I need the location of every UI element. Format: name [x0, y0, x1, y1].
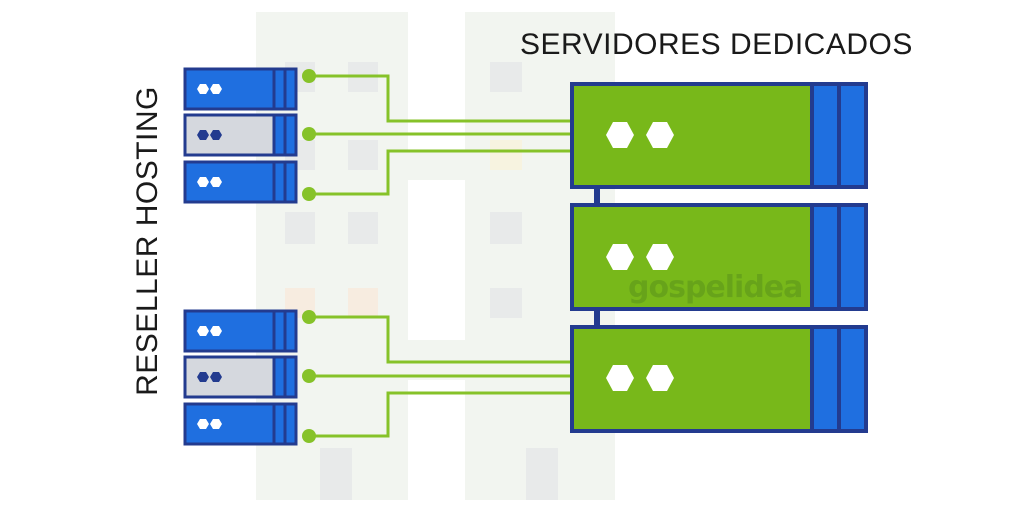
- title-dedicated-servers: SERVIDORES DEDICADOS: [520, 28, 913, 61]
- reseller-server: [183, 355, 298, 399]
- reseller-server: [183, 113, 298, 157]
- reseller-server: [183, 309, 298, 353]
- watermark-logo: gospelidea: [628, 270, 803, 305]
- dedicated-server: [570, 82, 868, 189]
- dedicated-server: [570, 325, 868, 433]
- background-building: [256, 12, 615, 500]
- link-line: [309, 315, 572, 364]
- link-line: [309, 74, 572, 123]
- reseller-server: [183, 402, 298, 446]
- title-reseller-hosting: RESELLER HOSTING: [131, 86, 164, 396]
- dedicated-server: [570, 203, 868, 311]
- connection-dots: [302, 69, 316, 443]
- link-line: [309, 391, 572, 438]
- connection-lines: [309, 74, 572, 438]
- rack-connectors: [594, 187, 600, 327]
- reseller-server: [183, 160, 298, 204]
- reseller-server: [183, 67, 298, 111]
- link-line: [309, 149, 572, 196]
